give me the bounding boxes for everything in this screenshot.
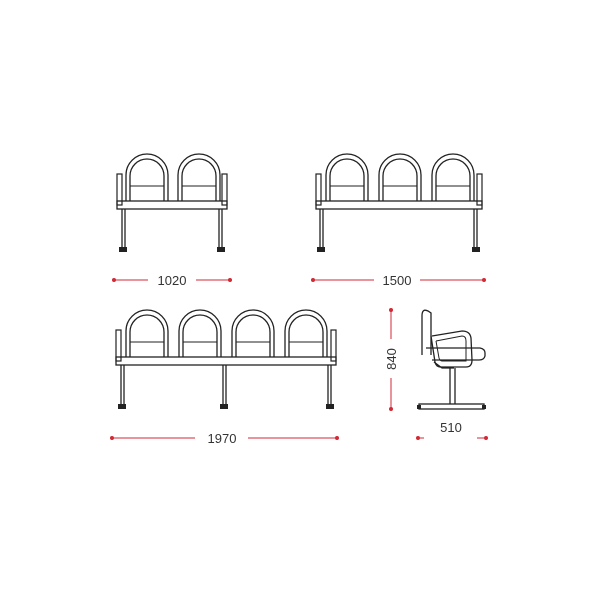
chair-side-view-drawing [417, 309, 486, 410]
dimension-1970: 1970 [110, 431, 339, 446]
bench-2-seat-drawing [116, 153, 228, 252]
dimension-840-label: 840 [384, 348, 399, 370]
dimension-510: 510 [416, 420, 488, 440]
bench-4-seat-drawing [115, 309, 337, 409]
dimension-510-label: 510 [440, 420, 462, 435]
dimension-1500-label: 1500 [383, 273, 412, 288]
bench-4-seat-seats [125, 309, 328, 358]
dimension-1500: 1500 [311, 273, 486, 288]
bench-3-seat-seats [325, 153, 475, 202]
dimension-1970-label: 1970 [208, 431, 237, 446]
bench-2-seat-seats [125, 153, 221, 202]
dimension-1020: 1020 [112, 273, 232, 288]
bench-3-seat-drawing [315, 153, 483, 252]
dimension-840: 840 [384, 308, 399, 411]
dimension-1020-label: 1020 [158, 273, 187, 288]
